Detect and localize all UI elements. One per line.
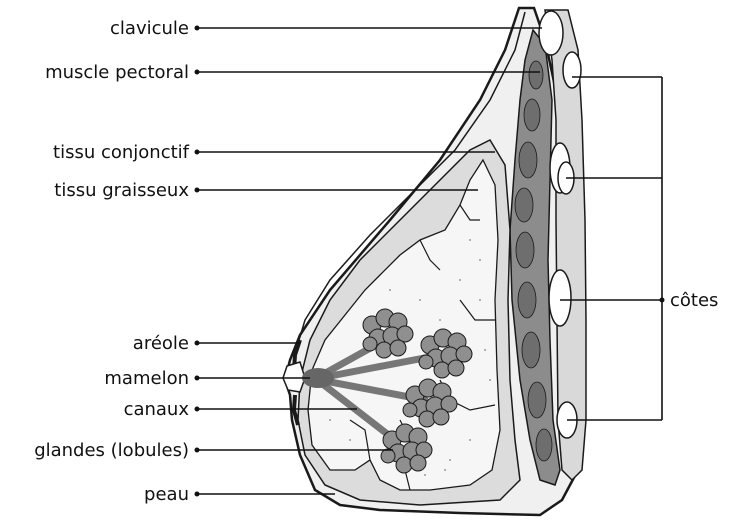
label-canaux: canaux bbox=[124, 399, 190, 420]
breast-illustration bbox=[283, 8, 586, 515]
label-tissu-conjonctif: tissu conjonctif bbox=[53, 142, 190, 163]
label-cotes: côtes bbox=[670, 290, 718, 311]
label-peau: peau bbox=[144, 484, 189, 505]
label-clavicule: clavicule bbox=[110, 18, 189, 39]
clavicle-bone bbox=[539, 11, 563, 55]
label-muscle-pectoral: muscle pectoral bbox=[45, 62, 189, 83]
label-tissu-graisseux: tissu graisseux bbox=[54, 180, 189, 201]
label-mamelon: mamelon bbox=[104, 368, 189, 389]
label-glandes: glandes (lobules) bbox=[34, 440, 189, 461]
nipple bbox=[283, 362, 305, 392]
lobule-1 bbox=[363, 309, 413, 358]
label-areole: aréole bbox=[133, 333, 189, 354]
